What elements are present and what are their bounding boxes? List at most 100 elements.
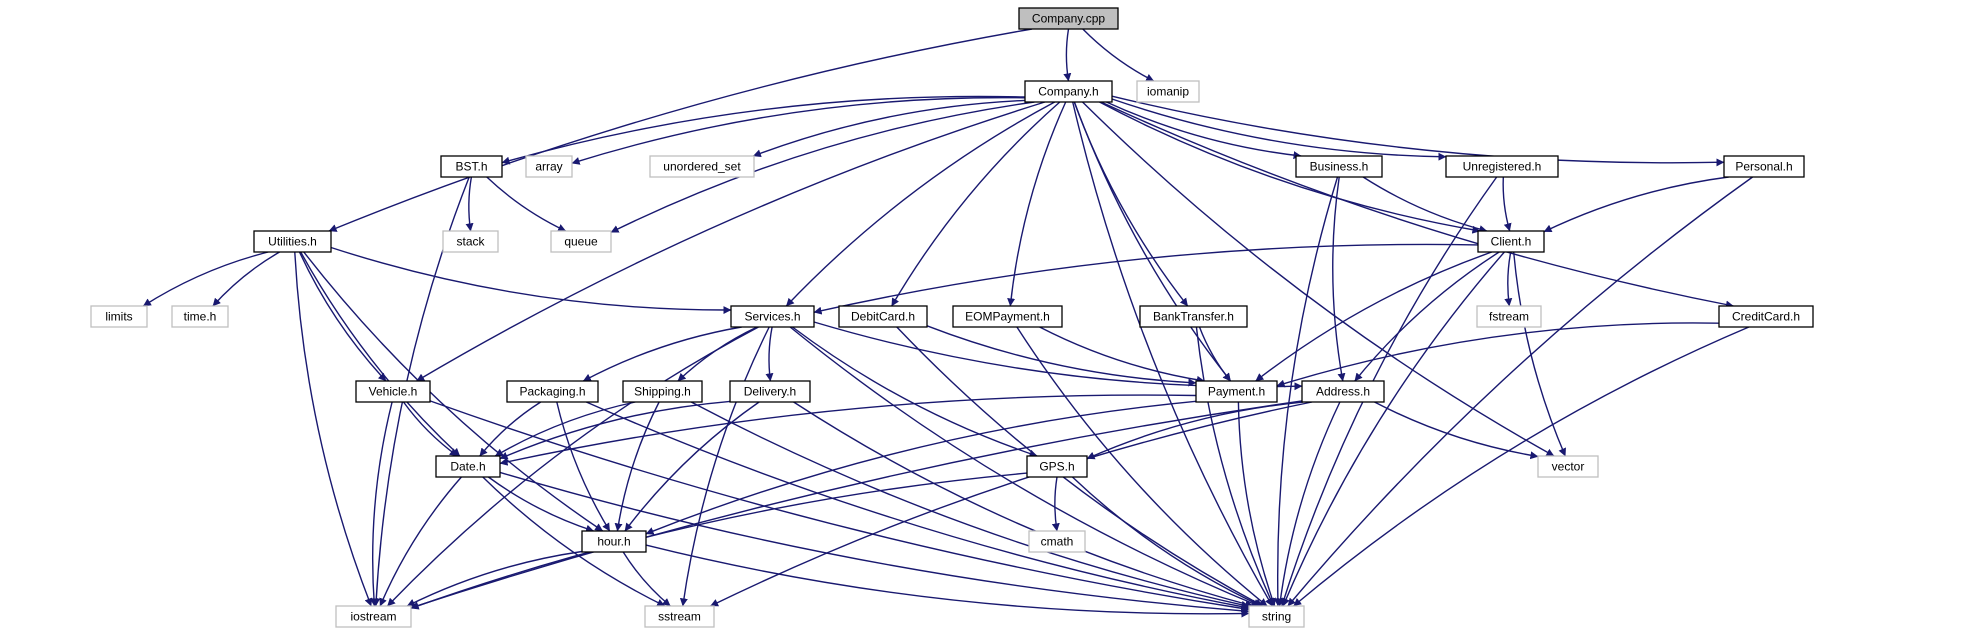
edge-creditcard_h-to-payment_h <box>1276 322 1720 388</box>
node-delivery-h[interactable]: Delivery.h <box>729 380 811 403</box>
node-label: Company.h <box>1038 85 1098 99</box>
node-label: Client.h <box>1491 235 1532 249</box>
node-label: BankTransfer.h <box>1153 310 1234 324</box>
node-label: unordered_set <box>663 160 741 174</box>
node-business-h[interactable]: Business.h <box>1295 155 1383 178</box>
edge-company_cpp-to-company_h <box>1063 28 1072 82</box>
edge-address_h-to-sstream <box>710 401 1313 607</box>
edge-company_h-to-payment_h <box>1073 101 1232 382</box>
node-box <box>1026 455 1088 478</box>
edge-shipping_h-to-hour_h <box>614 401 660 532</box>
edge-debitcard_h-to-string <box>896 326 1264 607</box>
node-company-cpp[interactable]: Company.cpp <box>1018 7 1119 30</box>
node-array: array <box>525 155 573 178</box>
edge-services_h-to-shipping_h <box>677 326 758 382</box>
edge-personal_h-to-string <box>1287 176 1754 607</box>
node-box <box>1248 605 1305 628</box>
edge-client_h-to-services_h <box>813 243 1479 315</box>
node-label: Shipping.h <box>634 385 691 399</box>
edge-company_h-to-services_h <box>785 101 1056 307</box>
node-client-h[interactable]: Client.h <box>1477 230 1545 253</box>
edges-layer <box>142 28 1754 618</box>
node-packaging-h[interactable]: Packaging.h <box>506 380 599 403</box>
edge-business_h-to-client_h <box>1362 176 1488 233</box>
edge-date_h-to-string <box>499 471 1250 615</box>
edge-vehicle_h-to-string <box>429 400 1250 613</box>
node-eompayment-h[interactable]: EOMPayment.h <box>952 305 1063 328</box>
node-label: Unregistered.h <box>1463 160 1542 174</box>
node-payment-h[interactable]: Payment.h <box>1195 380 1278 403</box>
edge-hour_h-to-iostream <box>406 550 583 607</box>
node-iostream: iostream <box>335 605 412 628</box>
node-date-h[interactable]: Date.h <box>435 455 501 478</box>
edge-services_h-to-gps_h <box>791 326 1038 458</box>
node-box <box>622 380 703 403</box>
node-personal-h[interactable]: Personal.h <box>1723 155 1805 178</box>
node-label: Date.h <box>450 460 485 474</box>
node-hour-h[interactable]: hour.h <box>581 530 647 553</box>
edge-company_h-to-business_h <box>1106 101 1302 160</box>
node-vehicle-h[interactable]: Vehicle.h <box>355 380 431 403</box>
node-box <box>649 155 755 178</box>
edge-services_h-to-string <box>789 326 1260 607</box>
edge-date_h-to-sstream <box>482 476 666 607</box>
node-label: Delivery.h <box>744 385 796 399</box>
edge-bst_h-to-stack <box>465 176 474 232</box>
node-creditcard-h[interactable]: CreditCard.h <box>1718 305 1814 328</box>
edge-company_cpp-to-utilities_h <box>328 28 1033 232</box>
edge-company_h-to-client_h <box>1099 101 1481 234</box>
edge-vehicle_h-to-date_h <box>402 401 458 457</box>
edge-packaging_h-to-hour_h <box>556 401 611 532</box>
edge-company_h-to-bst_h <box>501 95 1026 165</box>
edge-client_h-to-payment_h <box>1255 251 1493 382</box>
node-box <box>335 605 412 628</box>
node-shipping-h[interactable]: Shipping.h <box>622 380 703 403</box>
edge-company_h-to-string <box>1072 101 1273 607</box>
edge-utilities_h-to-time_h <box>212 251 280 307</box>
node-banktransfer-h[interactable]: BankTransfer.h <box>1139 305 1248 328</box>
node-label: iostream <box>350 610 396 624</box>
edge-company_h-to-unregistered_h <box>1111 98 1447 161</box>
edge-payment_h-to-string <box>1237 401 1276 607</box>
node-box <box>1477 230 1545 253</box>
node-label: Address.h <box>1316 385 1370 399</box>
node-cmath: cmath <box>1028 530 1086 553</box>
node-label: Business.h <box>1310 160 1369 174</box>
node-label: EOMPayment.h <box>965 310 1050 324</box>
node-unordered-set: unordered_set <box>649 155 755 178</box>
node-company-h[interactable]: Company.h <box>1024 80 1113 103</box>
node-fstream: fstream <box>1476 305 1542 328</box>
node-label: limits <box>105 310 132 324</box>
node-box <box>253 230 332 253</box>
edge-hour_h-to-sstream <box>622 551 671 607</box>
edge-personal_h-to-client_h <box>1543 176 1729 233</box>
node-vector: vector <box>1537 455 1599 478</box>
edge-services_h-to-packaging_h <box>582 326 742 382</box>
node-address-h[interactable]: Address.h <box>1301 380 1385 403</box>
node-bst-h[interactable]: BST.h <box>440 155 503 178</box>
node-label: time.h <box>184 310 217 324</box>
node-sstream: sstream <box>644 605 715 628</box>
node-label: queue <box>564 235 598 249</box>
node-box <box>1024 80 1113 103</box>
node-label: CreditCard.h <box>1732 310 1800 324</box>
edge-company_h-to-creditcard_h <box>1100 101 1734 309</box>
edge-utilities_h-to-services_h <box>330 246 732 315</box>
node-utilities-h[interactable]: Utilities.h <box>253 230 332 253</box>
edge-packaging_h-to-date_h <box>479 401 542 457</box>
node-gps-h[interactable]: GPS.h <box>1026 455 1088 478</box>
node-label: Packaging.h <box>519 385 585 399</box>
node-label: Vehicle.h <box>369 385 418 399</box>
node-iomanip: iomanip <box>1136 80 1200 103</box>
node-unregistered-h[interactable]: Unregistered.h <box>1445 155 1559 178</box>
node-label: DebitCard.h <box>851 310 915 324</box>
node-box <box>838 305 928 328</box>
edge-utilities_h-to-limits <box>142 251 269 307</box>
node-label: Company.cpp <box>1032 12 1105 26</box>
node-label: stack <box>456 235 485 249</box>
edge-eompayment_h-to-string <box>1016 326 1268 607</box>
node-box <box>171 305 229 328</box>
node-debitcard-h[interactable]: DebitCard.h <box>838 305 928 328</box>
node-services-h[interactable]: Services.h <box>730 305 815 328</box>
